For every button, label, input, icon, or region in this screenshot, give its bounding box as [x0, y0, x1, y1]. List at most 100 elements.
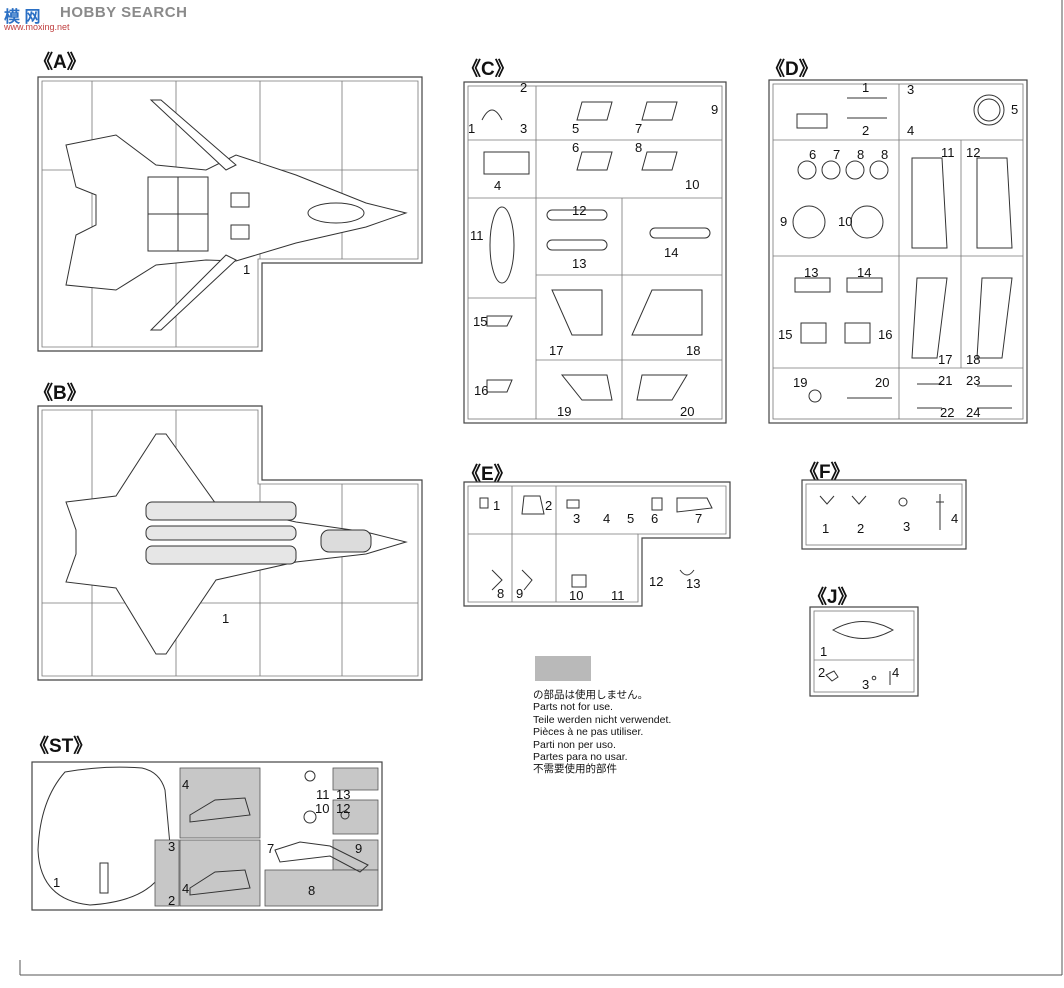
part-label: 18: [686, 343, 701, 358]
part-label: 12: [336, 801, 351, 816]
section-j-title: 《J》: [808, 587, 857, 608]
sprue-f: [801, 479, 967, 550]
part-label: 5: [572, 121, 580, 136]
part-label: 9: [711, 102, 719, 117]
airframe-lower-part: [65, 433, 408, 655]
part-label: 1: [222, 611, 230, 626]
part-label: 2: [545, 498, 553, 513]
part-label: 2: [520, 80, 528, 95]
part-label: 20: [680, 404, 695, 419]
sprue-st-parts: [189, 770, 369, 896]
part-label: 19: [793, 375, 808, 390]
part-label: 17: [549, 343, 564, 358]
part-label: 8: [857, 147, 865, 162]
part-label: 15: [473, 314, 488, 329]
part-label: 4: [951, 511, 959, 526]
note-line: Parti non per uso.: [533, 738, 616, 751]
part-label: 9: [780, 214, 788, 229]
sprue-e: [463, 481, 731, 607]
sprue-f-parts: [819, 494, 944, 530]
part-label: 8: [497, 586, 505, 601]
part-label: 2: [862, 123, 870, 138]
sprue-e-parts: [479, 495, 713, 591]
part-label: 13: [686, 576, 701, 591]
part-label: 13: [804, 265, 819, 280]
section-st-title: 《ST》: [30, 736, 93, 757]
part-label: 7: [635, 121, 643, 136]
watermark-logo: 模 网: [4, 9, 41, 26]
part-label: 23: [966, 373, 981, 388]
part-label: 9: [516, 586, 524, 601]
sprue-d: [768, 79, 1028, 424]
sprue-j: [809, 606, 919, 697]
part-label: 4: [494, 178, 502, 193]
sprue-a: [37, 76, 423, 352]
part-label: 3: [862, 677, 870, 692]
part-label: 16: [474, 383, 489, 398]
part-label: 1: [820, 644, 828, 659]
note-line: の部品は使用しません。: [533, 689, 649, 701]
watermark-brand: HOBBY SEARCH: [60, 4, 188, 21]
part-label: 4: [907, 123, 915, 138]
part-label: 14: [857, 265, 872, 280]
part-label: 9: [355, 841, 363, 856]
part-label: 18: [966, 352, 981, 367]
section-a-title: 《A》: [34, 52, 86, 73]
part-label: 11: [470, 228, 484, 243]
part-label: 7: [833, 147, 841, 162]
part-label: 8: [635, 140, 643, 155]
part-label: 6: [651, 511, 659, 526]
part-label: 6: [809, 147, 817, 162]
unused-parts-note: の部品は使用しません。 Parts not for use. Teile wer…: [533, 689, 671, 776]
part-label: 15: [778, 327, 793, 342]
airframe-upper-part: [65, 99, 408, 331]
part-label: 8: [881, 147, 889, 162]
sprue-c: [463, 81, 727, 424]
watermark-url: www.moxing.net: [4, 22, 70, 32]
part-label: 7: [267, 841, 275, 856]
part-label: 11: [316, 787, 330, 802]
part-label: 2: [857, 521, 865, 536]
part-label: 3: [903, 519, 911, 534]
part-label: 24: [966, 405, 981, 420]
part-label: 2: [168, 893, 176, 908]
note-line: Parts not for use.: [533, 701, 613, 714]
section-c-title: 《C》: [462, 59, 514, 80]
part-label: 1: [468, 121, 476, 136]
note-line: Partes para no usar.: [533, 751, 628, 764]
note-line: Pièces à ne pas utiliser.: [533, 726, 644, 739]
part-label: 1: [53, 875, 61, 890]
part-label: 13: [572, 256, 587, 271]
part-label: 4: [892, 665, 900, 680]
part-label: 3: [573, 511, 581, 526]
part-label: 3: [907, 82, 915, 97]
part-label: 4: [603, 511, 611, 526]
part-label: 3: [168, 839, 176, 854]
part-label: 14: [664, 245, 679, 260]
part-label: 17: [938, 352, 953, 367]
part-label: 21: [938, 373, 953, 388]
part-label: 10: [838, 214, 853, 229]
sprue-j-parts: [825, 621, 895, 685]
section-e-title: 《E》: [462, 464, 513, 485]
part-label: 8: [308, 883, 316, 898]
part-label: 2: [818, 665, 826, 680]
part-label: 13: [336, 787, 351, 802]
section-f-title: 《F》: [800, 462, 850, 483]
part-label: 1: [862, 80, 870, 95]
part-label: 10: [569, 588, 584, 603]
part-label: 7: [695, 511, 703, 526]
part-label: 4: [182, 777, 190, 792]
part-label: 20: [875, 375, 890, 390]
sprue-c-parts: [481, 101, 711, 401]
part-label: 10: [685, 177, 700, 192]
part-label: 3: [520, 121, 528, 136]
sprue-d-parts: [792, 94, 1013, 409]
part-label: 12: [966, 145, 981, 160]
part-label: 1: [493, 498, 501, 513]
part-label: 16: [878, 327, 893, 342]
part-label: 5: [627, 511, 635, 526]
sprue-st: [31, 761, 383, 911]
part-label: 12: [572, 203, 587, 218]
part-label: 11: [941, 145, 955, 160]
